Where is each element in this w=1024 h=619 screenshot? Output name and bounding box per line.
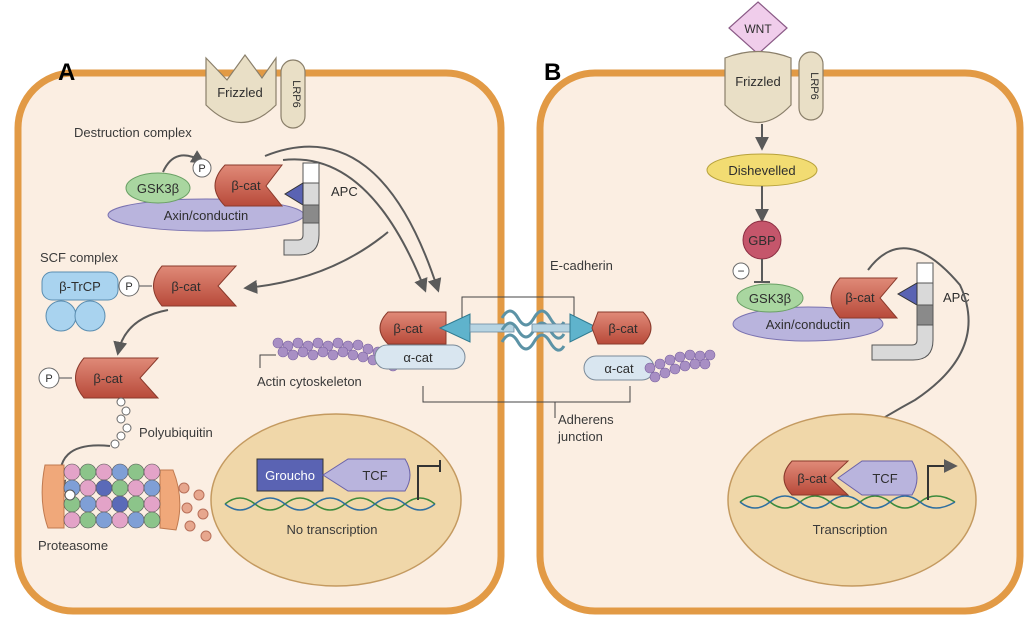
arrow-to-adherens-inner <box>282 158 428 293</box>
right-actin-filament <box>644 349 716 383</box>
nuclear-bcat-label: β-cat <box>797 471 827 486</box>
bcat-ubiq <box>75 357 160 399</box>
proteasome-label: Proteasome <box>38 538 108 553</box>
no-transcription-label: No transcription <box>286 522 377 537</box>
dishevelled-label: Dishevelled <box>728 163 795 178</box>
phospho-label: P <box>198 163 205 175</box>
right-apc-binding-site <box>897 282 918 306</box>
peptide-fragments <box>178 482 212 542</box>
right-destruction-complex: Axin/conductin GSK3β β-cat APC <box>732 262 970 361</box>
bcat-ubiq-label: β-cat <box>93 371 123 386</box>
wnt-ligand: WNT <box>728 1 788 55</box>
polyubiquitin-label: Polyubiquitin <box>139 425 213 440</box>
e-cadherin-label: E-cadherin <box>550 258 613 273</box>
scf-complex-label: SCF complex <box>40 250 119 265</box>
btrcp-label: β-TrCP <box>59 279 101 294</box>
right-frizzled-receptor: Frizzled <box>724 50 792 124</box>
bcat-destruction <box>214 164 284 207</box>
wnt-label: WNT <box>744 22 772 36</box>
proteasome <box>41 463 181 531</box>
right-bcat-complex-label: β-cat <box>845 290 875 305</box>
left-lrp6-receptor: LRP6 <box>280 59 306 129</box>
right-acat-label: α-cat <box>604 361 634 376</box>
right-dna <box>739 495 956 509</box>
inhibition-circle <box>732 262 750 280</box>
left-acat-label: α-cat <box>403 350 433 365</box>
right-lrp6-receptor: LRP6 <box>798 51 824 121</box>
apc-binding-site <box>284 182 304 206</box>
left-adherens-bcat-label: β-cat <box>393 321 423 336</box>
left-dna <box>224 497 436 511</box>
scf-subunit-2 <box>74 300 106 332</box>
gsk3b-label: GSK3β <box>137 181 179 196</box>
btrcp-box <box>41 271 119 301</box>
bcat-scf <box>153 265 238 307</box>
arrow-to-scf <box>243 231 389 294</box>
right-frizzled-label: Frizzled <box>735 74 781 89</box>
inhibition-sign: − <box>737 264 744 278</box>
right-cadherin-cytoplasmic <box>569 313 600 343</box>
blocked-promoter <box>417 465 440 500</box>
left-nucleus <box>210 413 462 587</box>
adherens-bracket <box>422 386 631 403</box>
phospho-circle <box>192 158 212 178</box>
right-bcat-complex <box>830 277 899 319</box>
left-actin-filament <box>272 337 404 372</box>
left-tcf-label: TCF <box>362 468 387 483</box>
right-cadherin-stem <box>531 323 573 333</box>
panel-label-b: B <box>544 59 561 86</box>
right-tcf-label: TCF <box>872 471 897 486</box>
e-cadherin-bracket <box>461 296 575 322</box>
transcription-label: Transcription <box>813 522 888 537</box>
gsk3b-oval <box>125 172 191 204</box>
right-tcf <box>837 460 918 496</box>
adherens-label-line1: Adherens <box>558 412 614 427</box>
right-axin-label: Axin/conductin <box>766 317 851 332</box>
right-adherens-bcat <box>591 311 652 345</box>
right-adherens-bcat-label: β-cat <box>608 321 638 336</box>
axin-label: Axin/conductin <box>164 208 249 223</box>
active-promoter-arrow <box>927 459 958 500</box>
right-gsk3b-oval <box>736 283 804 313</box>
groucho-label: Groucho <box>265 468 315 483</box>
scf-complex: β-TrCP P β-cat <box>41 265 238 332</box>
destruction-complex: Axin/conductin GSK3β P β-cat APC <box>107 150 358 256</box>
bcat-destruction-label: β-cat <box>231 178 261 193</box>
gbp-label: GBP <box>748 233 775 248</box>
arrow-to-ubiquitination <box>113 309 169 356</box>
left-tcf <box>322 458 411 492</box>
left-lrp6-label: LRP6 <box>290 80 302 108</box>
actin-label: Actin cytoskeleton <box>257 374 362 389</box>
left-cadherin-stem <box>469 323 515 333</box>
bcat-scf-label: β-cat <box>171 279 201 294</box>
right-nucleus <box>727 413 977 587</box>
destruction-complex-label: Destruction complex <box>74 125 192 140</box>
ubiq-phospho-label: P <box>45 373 52 385</box>
scf-subunit-1 <box>45 300 77 332</box>
polyubiquitin-chain <box>110 397 132 449</box>
left-frizzled-receptor: Frizzled <box>205 53 277 124</box>
adherens-label-line2: junction <box>557 429 603 444</box>
apc-segment <box>302 204 320 224</box>
nuclear-bcat <box>783 460 850 496</box>
left-frizzled-label: Frizzled <box>217 85 263 100</box>
right-gsk3b-label: GSK3β <box>749 291 791 306</box>
left-adherens-bcat <box>379 311 447 345</box>
scf-phospho-label: P <box>125 281 132 293</box>
ubiquitinated-bcat: P β-cat Polyubiquitin <box>38 357 213 449</box>
arrow-to-adherens-outer <box>264 145 442 293</box>
right-lrp6-label: LRP6 <box>808 72 820 100</box>
left-acat <box>374 344 466 370</box>
groucho-box <box>256 458 324 492</box>
apc-label: APC <box>331 184 358 199</box>
panel-label-a: A <box>58 59 75 86</box>
